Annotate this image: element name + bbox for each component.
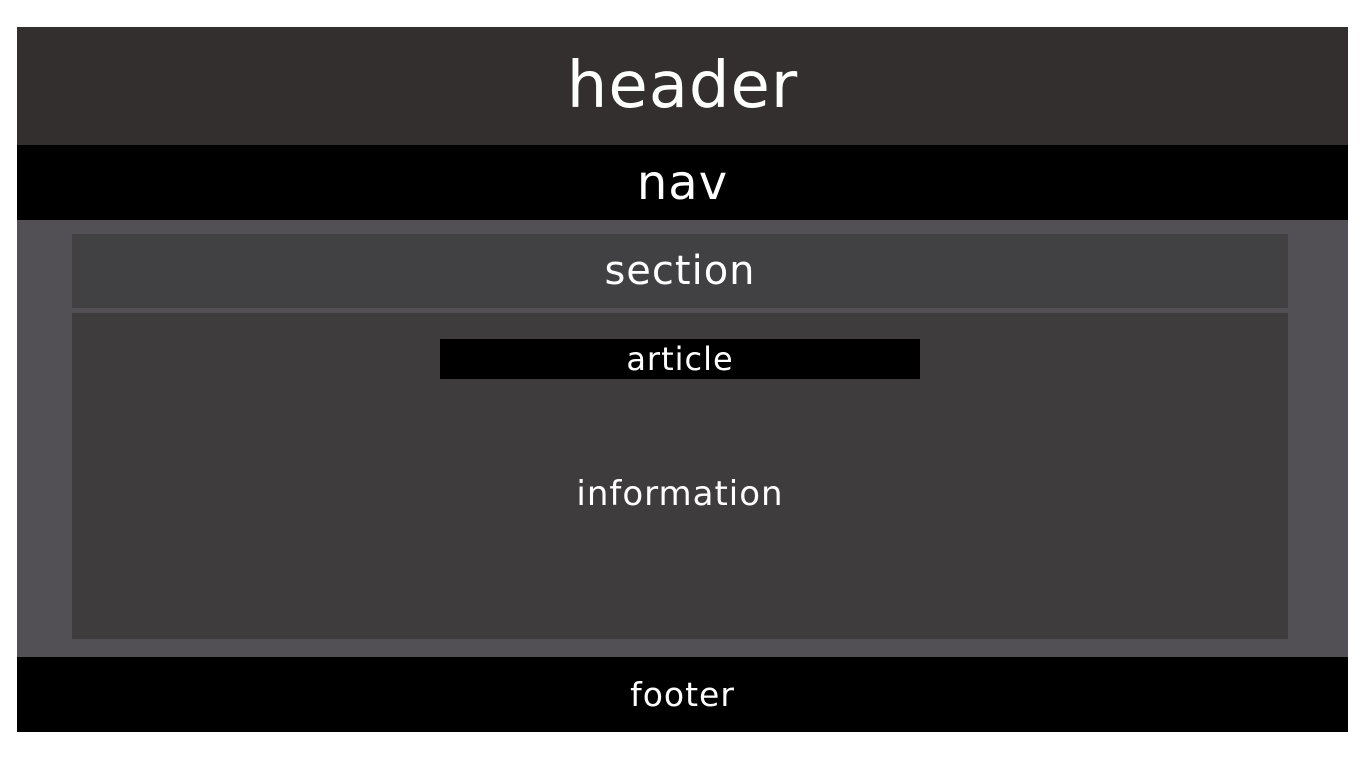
information-label: information — [576, 474, 784, 514]
nav-block: nav — [17, 145, 1348, 220]
article-block: article information — [72, 313, 1288, 639]
article-label: article — [626, 340, 734, 378]
footer-block: footer — [17, 657, 1348, 732]
header-label: header — [566, 49, 799, 123]
section-block: section — [72, 234, 1288, 308]
information-area: information — [72, 469, 1288, 519]
layout-diagram: header nav section article information f… — [17, 27, 1348, 732]
article-title-bar: article — [440, 339, 920, 379]
nav-label: nav — [636, 154, 729, 211]
main-area: section article information — [17, 220, 1348, 657]
header-block: header — [17, 27, 1348, 145]
section-label: section — [604, 248, 756, 294]
footer-label: footer — [630, 675, 735, 714]
